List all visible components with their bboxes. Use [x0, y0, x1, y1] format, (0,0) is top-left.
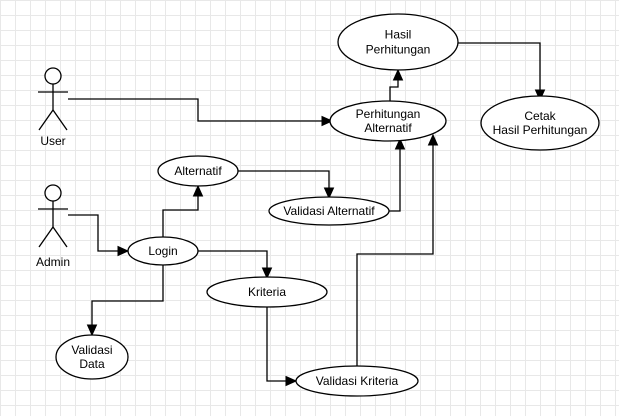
usecase-alternatif: Alternatif: [157, 155, 239, 187]
edge-login-to-validasi-data: [86, 265, 164, 337]
usecase-validasi-data-label-line: Validasi: [71, 343, 112, 357]
edge-perhitungan-alternatif-to-hasil-perhitungan: [389, 68, 404, 101]
edge-validasi-kriteria-to-perhitungan-alternatif: [356, 133, 439, 366]
user-stick-figure: [38, 67, 68, 131]
usecase-login: Login: [127, 236, 199, 266]
usecase-validasi-alternatif-label-line: Validasi Alternatif: [283, 204, 375, 218]
edge-user-to-perhitungan-alternatif: [68, 98, 334, 127]
edge-alternatif-to-validasi-alternatif: [238, 170, 335, 200]
edge-login-to-alternatif: [162, 184, 204, 237]
edge-login-to-kriteria: [198, 250, 273, 280]
actor-user: User: [38, 67, 68, 148]
usecase-perhitungan-alternatif-label-line: Perhitungan: [356, 107, 421, 121]
actor-admin-label: Admin: [36, 255, 70, 269]
usecase-kriteria-label-line: Kriteria: [248, 285, 286, 299]
usecase-cetak-hasil-perhitungan-label-line: Cetak: [524, 109, 556, 123]
usecase-kriteria: Kriteria: [206, 276, 328, 308]
usecase-cetak-hasil-perhitungan-label-line: Hasil Perhitungan: [493, 123, 588, 137]
usecase-validasi-kriteria: Validasi Kriteria: [295, 365, 419, 397]
usecase-validasi-kriteria-label-line: Validasi Kriteria: [316, 374, 399, 388]
usecase-validasi-data-label-line: Data: [79, 357, 105, 371]
edge-validasi-alternatif-to-perhitungan-alternatif: [389, 137, 406, 212]
usecase-validasi-alternatif: Validasi Alternatif: [268, 196, 390, 226]
usecase-login-label-line: Login: [148, 244, 177, 258]
edge-admin-to-login: [68, 214, 130, 257]
actor-admin: Admin: [36, 184, 70, 269]
usecase-hasil-perhitungan-label-line: Perhitungan: [366, 43, 431, 57]
usecase-alternatif-label-line: Alternatif: [174, 164, 222, 178]
usecase-perhitungan-alternatif-label-line: Alternatif: [364, 121, 412, 135]
actor-user-label: User: [40, 134, 65, 148]
admin-stick-figure: [38, 184, 68, 248]
usecase-hasil-perhitungan-label-line: Hasil: [385, 28, 412, 42]
edge-hasil-perhitungan-to-cetak-hasil: [458, 42, 546, 102]
edge-kriteria-to-validasi-kriteria: [266, 307, 298, 387]
